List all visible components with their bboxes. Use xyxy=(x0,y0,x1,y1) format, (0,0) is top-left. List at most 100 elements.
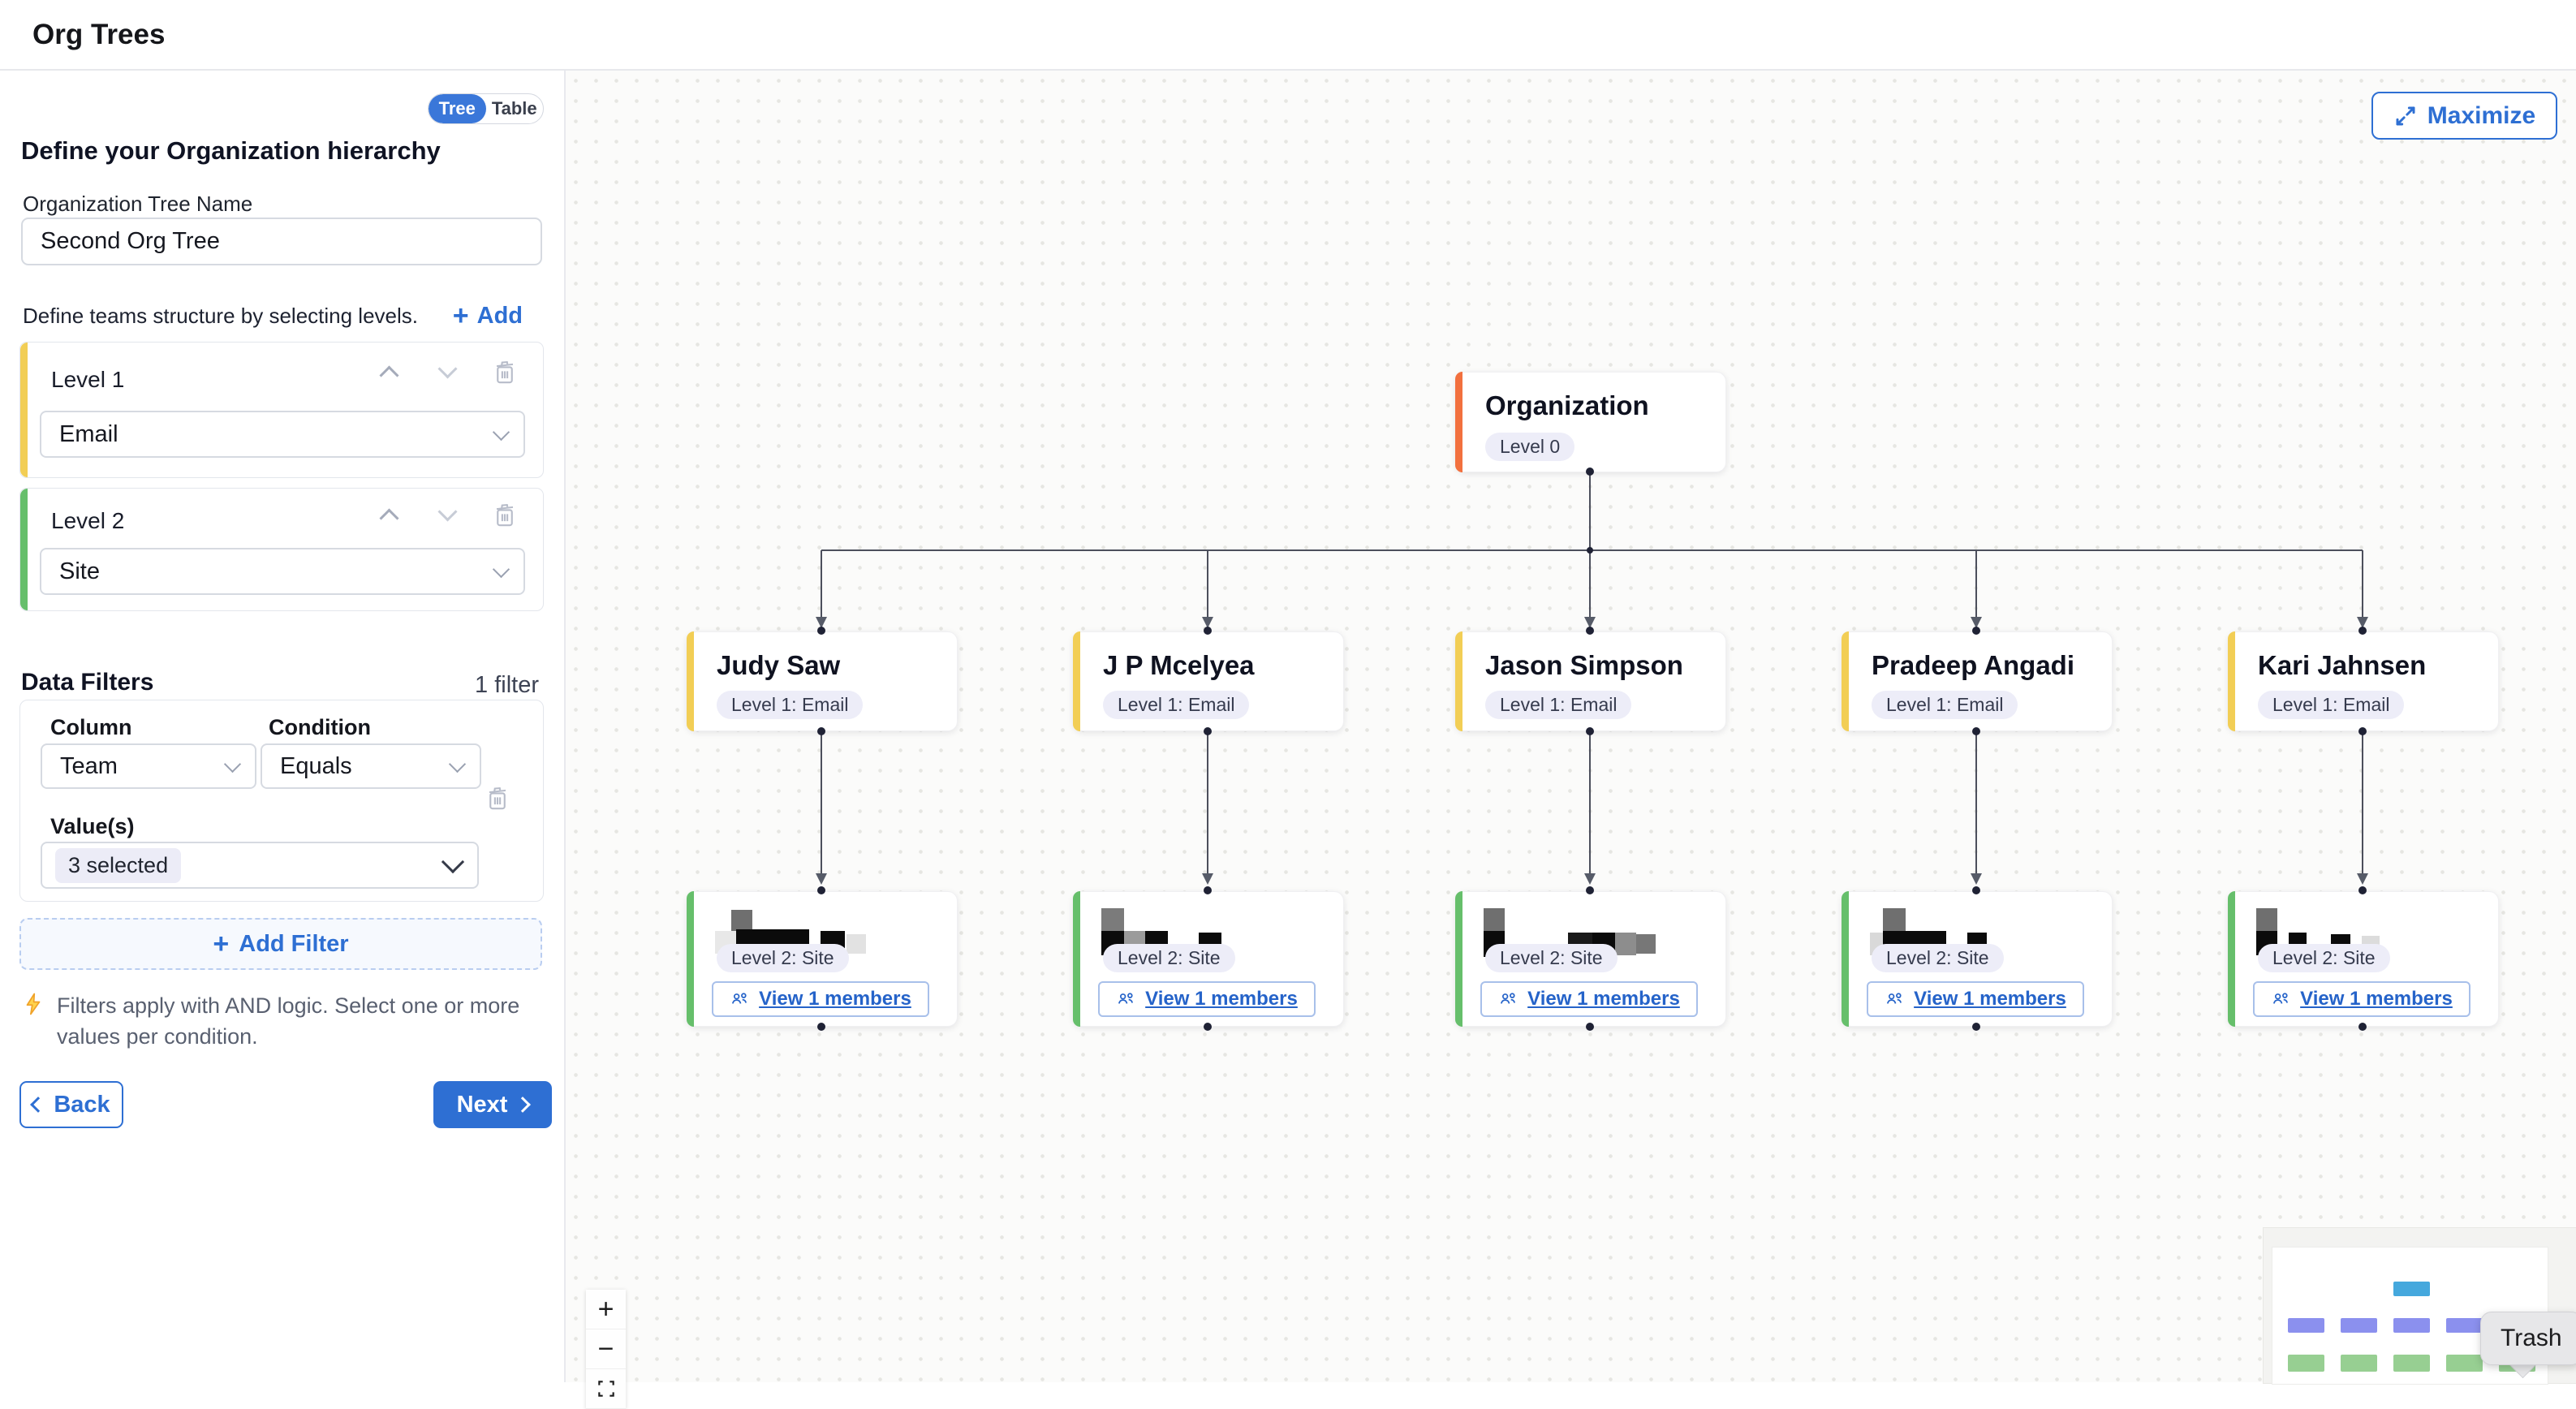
node-title: J P Mcelyea xyxy=(1103,650,1255,680)
condition-select[interactable]: Equals xyxy=(261,743,481,789)
chevron-left-icon xyxy=(30,1097,47,1113)
sidebar-heading: Define your Organization hierarchy xyxy=(21,136,441,165)
view-members-button[interactable]: View 1 members xyxy=(1867,981,2084,1017)
zoom-out-button[interactable]: − xyxy=(586,1329,626,1369)
view-members-button[interactable]: View 1 members xyxy=(1098,981,1316,1017)
app-header: Org Trees xyxy=(0,0,2576,71)
view-members-label: View 1 members xyxy=(1914,988,2066,1010)
node-title: Jason Simpson xyxy=(1485,650,1683,680)
chevron-down-icon xyxy=(437,501,458,522)
view-members-button[interactable]: View 1 members xyxy=(2253,981,2470,1017)
chevron-right-icon xyxy=(515,1097,532,1113)
node-accent-bar xyxy=(1455,631,1462,731)
back-label: Back xyxy=(54,1091,110,1118)
node-level-badge: Level 0 xyxy=(1485,433,1575,461)
config-sidebar: Tree Table Define your Organization hier… xyxy=(0,69,566,1382)
maximize-button[interactable]: Maximize xyxy=(2371,92,2557,140)
delete-level-button[interactable] xyxy=(487,354,523,390)
people-icon xyxy=(1887,993,1902,1004)
plus-icon: + xyxy=(213,929,230,959)
add-filter-button[interactable]: + Add Filter xyxy=(19,918,542,970)
node-title: Organization xyxy=(1485,390,1649,420)
level-card-2: Level 2 Site xyxy=(19,488,544,611)
note-text: Filters apply with AND logic. Select one… xyxy=(57,993,520,1049)
node-accent-bar xyxy=(2228,891,2235,1027)
plus-icon: + xyxy=(452,300,469,331)
node-level-badge: Level 1: Email xyxy=(1485,691,1632,719)
canvas-zoom-controls: + − xyxy=(586,1290,626,1409)
org-node-root[interactable]: Organization Level 0 xyxy=(1455,372,1726,472)
move-up-button[interactable] xyxy=(371,497,407,532)
add-level-button[interactable]: + Add xyxy=(453,302,523,330)
node-title: Kari Jahnsen xyxy=(2258,650,2427,680)
toggle-tree[interactable]: Tree xyxy=(429,94,486,123)
people-icon xyxy=(1118,993,1134,1004)
chevron-up-icon xyxy=(378,364,399,386)
view-members-label: View 1 members xyxy=(2300,988,2453,1010)
zoom-in-button[interactable]: + xyxy=(586,1290,626,1329)
levels-hint-row: Define teams structure by selecting leve… xyxy=(23,302,523,330)
node-accent-bar xyxy=(1455,891,1462,1027)
org-node-level1[interactable]: Jason Simpson Level 1: Email xyxy=(1455,631,1726,731)
org-node-level1[interactable]: Judy Saw Level 1: Email xyxy=(687,631,958,731)
minimap-level2-node xyxy=(2288,1355,2324,1372)
node-level-badge: Level 2: Site xyxy=(2258,944,2390,972)
node-accent-bar xyxy=(687,891,694,1027)
minimap-root-node xyxy=(2393,1282,2430,1296)
minimap-level1-node xyxy=(2393,1318,2430,1333)
back-button[interactable]: Back xyxy=(19,1081,123,1128)
people-icon xyxy=(2273,993,2289,1004)
maximize-label: Maximize xyxy=(2427,101,2536,129)
toggle-table[interactable]: Table xyxy=(491,98,537,118)
add-level-label: Add xyxy=(476,302,523,329)
node-level-badge: Level 1: Email xyxy=(717,691,864,719)
move-down-button[interactable] xyxy=(429,497,465,532)
fit-view-icon xyxy=(597,1381,614,1397)
select-chevron-icon xyxy=(448,755,467,773)
lightning-icon xyxy=(26,993,41,1015)
column-select[interactable]: Team xyxy=(41,743,256,789)
next-button[interactable]: Next xyxy=(433,1081,552,1128)
node-accent-bar xyxy=(687,631,694,731)
org-node-level1[interactable]: Kari Jahnsen Level 1: Email xyxy=(2228,631,2499,731)
column-label: Column xyxy=(50,715,132,739)
org-node-level2[interactable]: Level 2: Site View 1 members xyxy=(1455,891,1726,1027)
org-node-level2[interactable]: Level 2: Site View 1 members xyxy=(1073,891,1344,1027)
node-accent-bar xyxy=(1073,631,1080,731)
org-node-level2[interactable]: Level 2: Site View 1 members xyxy=(687,891,958,1027)
add-filter-label: Add Filter xyxy=(239,930,349,957)
view-members-button[interactable]: View 1 members xyxy=(1480,981,1698,1017)
node-accent-bar xyxy=(1455,372,1462,472)
fit-view-button[interactable] xyxy=(586,1369,626,1409)
level1-accent-bar xyxy=(20,343,28,477)
move-down-button[interactable] xyxy=(429,354,465,390)
select-chevron-icon xyxy=(223,755,242,773)
node-level-badge: Level 2: Site xyxy=(1485,944,1618,972)
org-node-level2[interactable]: Level 2: Site View 1 members xyxy=(2228,891,2499,1027)
minimap-level2-node xyxy=(2446,1355,2483,1372)
filter-card: Column Condition Team Equals Value(s) 3 … xyxy=(19,700,544,902)
view-members-button[interactable]: View 1 members xyxy=(712,981,929,1017)
org-node-level1[interactable]: J P Mcelyea Level 1: Email xyxy=(1073,631,1344,731)
level2-field-select[interactable]: Site xyxy=(40,548,525,595)
level1-field-select[interactable]: Email xyxy=(40,411,525,458)
level2-accent-bar xyxy=(20,489,28,610)
node-level-badge: Level 2: Site xyxy=(1872,944,2004,972)
filters-note: Filters apply with AND logic. Select one… xyxy=(21,990,541,1052)
condition-label: Condition xyxy=(269,715,371,739)
node-title: Pradeep Angadi xyxy=(1872,650,2074,680)
level2-field-value: Site xyxy=(59,558,100,584)
org-node-level1[interactable]: Pradeep Angadi Level 1: Email xyxy=(1842,631,2113,731)
view-members-label: View 1 members xyxy=(1527,988,1680,1010)
next-label: Next xyxy=(456,1091,508,1118)
node-level-badge: Level 2: Site xyxy=(717,944,849,972)
values-select[interactable]: 3 selected xyxy=(41,842,479,889)
node-accent-bar xyxy=(1842,631,1849,731)
chevron-down-icon xyxy=(437,358,458,379)
org-tree-name-input[interactable] xyxy=(21,218,542,265)
delete-level-button[interactable] xyxy=(487,497,523,532)
org-node-level2[interactable]: Level 2: Site View 1 members xyxy=(1842,891,2113,1027)
move-up-button[interactable] xyxy=(371,354,407,390)
delete-filter-button[interactable] xyxy=(480,780,515,816)
node-accent-bar xyxy=(2228,631,2235,731)
